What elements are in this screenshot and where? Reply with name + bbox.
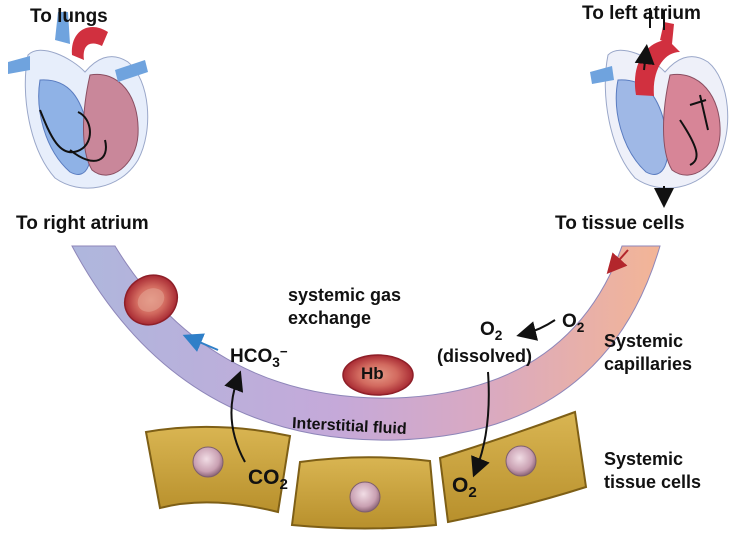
label-bicarbonate: HCO3−	[230, 344, 288, 370]
bicarbonate-base: HCO	[230, 346, 273, 367]
oxygen-dissolved-subscript: 2	[494, 327, 503, 343]
blood-flow-arrow-arterial	[606, 249, 629, 274]
systemic-capillary-tube	[71, 245, 661, 441]
label-systemic-gas-exchange: systemic gas exchange	[288, 284, 401, 330]
label-systemic-tissue-cells-line1: Systemic	[604, 449, 684, 469]
label-to-lungs: To lungs	[30, 6, 108, 27]
label-systemic-gas-exchange-line1: systemic gas	[288, 285, 402, 305]
red-blood-cell	[123, 274, 179, 326]
hemoglobin-cell	[342, 354, 414, 396]
tissue-cell-left	[144, 425, 292, 514]
label-to-tissue-cells: To tissue cells	[555, 213, 685, 234]
label-oxygen-dissolved: O2	[480, 319, 503, 343]
bicarbonate-subscript: 3	[272, 354, 280, 370]
tissue-cell-right	[438, 410, 588, 524]
heart-pulmonary-circuit-illustration	[8, 12, 149, 189]
label-to-left-atrium: To left atrium	[582, 3, 701, 24]
oxygen-inflow-arrow	[516, 319, 556, 341]
label-systemic-capillaries-line1: Systemic	[604, 331, 684, 351]
blood-flow-arrow-venous	[182, 333, 219, 352]
oxygen-dissolved-base: O	[480, 319, 495, 340]
label-oxygen-incoming: O2	[562, 311, 585, 335]
label-systemic-capillaries-line2: capillaries	[604, 354, 693, 374]
oxygen-incoming-subscript: 2	[576, 319, 585, 335]
label-dissolved-note: (dissolved)	[437, 346, 533, 366]
bicarbonate-charge: −	[279, 344, 288, 360]
label-oxygen-tissue: O2	[452, 474, 477, 502]
oxygen-tissue-base: O	[452, 474, 469, 497]
label-systemic-tissue-cells-line2: tissue cells	[604, 472, 702, 492]
oxygen-to-tissue-arrow	[471, 371, 490, 478]
carbon-dioxide-base: CO	[248, 466, 280, 489]
oxygen-tissue-subscript: 2	[468, 484, 477, 502]
oxygen-incoming-base: O	[562, 311, 577, 332]
co2-to-bicarbonate-arrow	[224, 370, 246, 463]
label-carbon-dioxide: CO2	[248, 466, 288, 494]
tissue-cell-middle	[290, 456, 438, 530]
label-systemic-gas-exchange-line2: exchange	[288, 308, 372, 328]
label-to-right-atrium: To right atrium	[16, 213, 149, 234]
label-systemic-capillaries: Systemic capillaries	[604, 330, 692, 376]
carbon-dioxide-subscript: 2	[279, 476, 288, 494]
label-systemic-tissue-cells: Systemic tissue cells	[604, 448, 701, 494]
heart-systemic-circuit-illustration	[590, 8, 729, 208]
label-hemoglobin: Hb	[361, 364, 384, 383]
